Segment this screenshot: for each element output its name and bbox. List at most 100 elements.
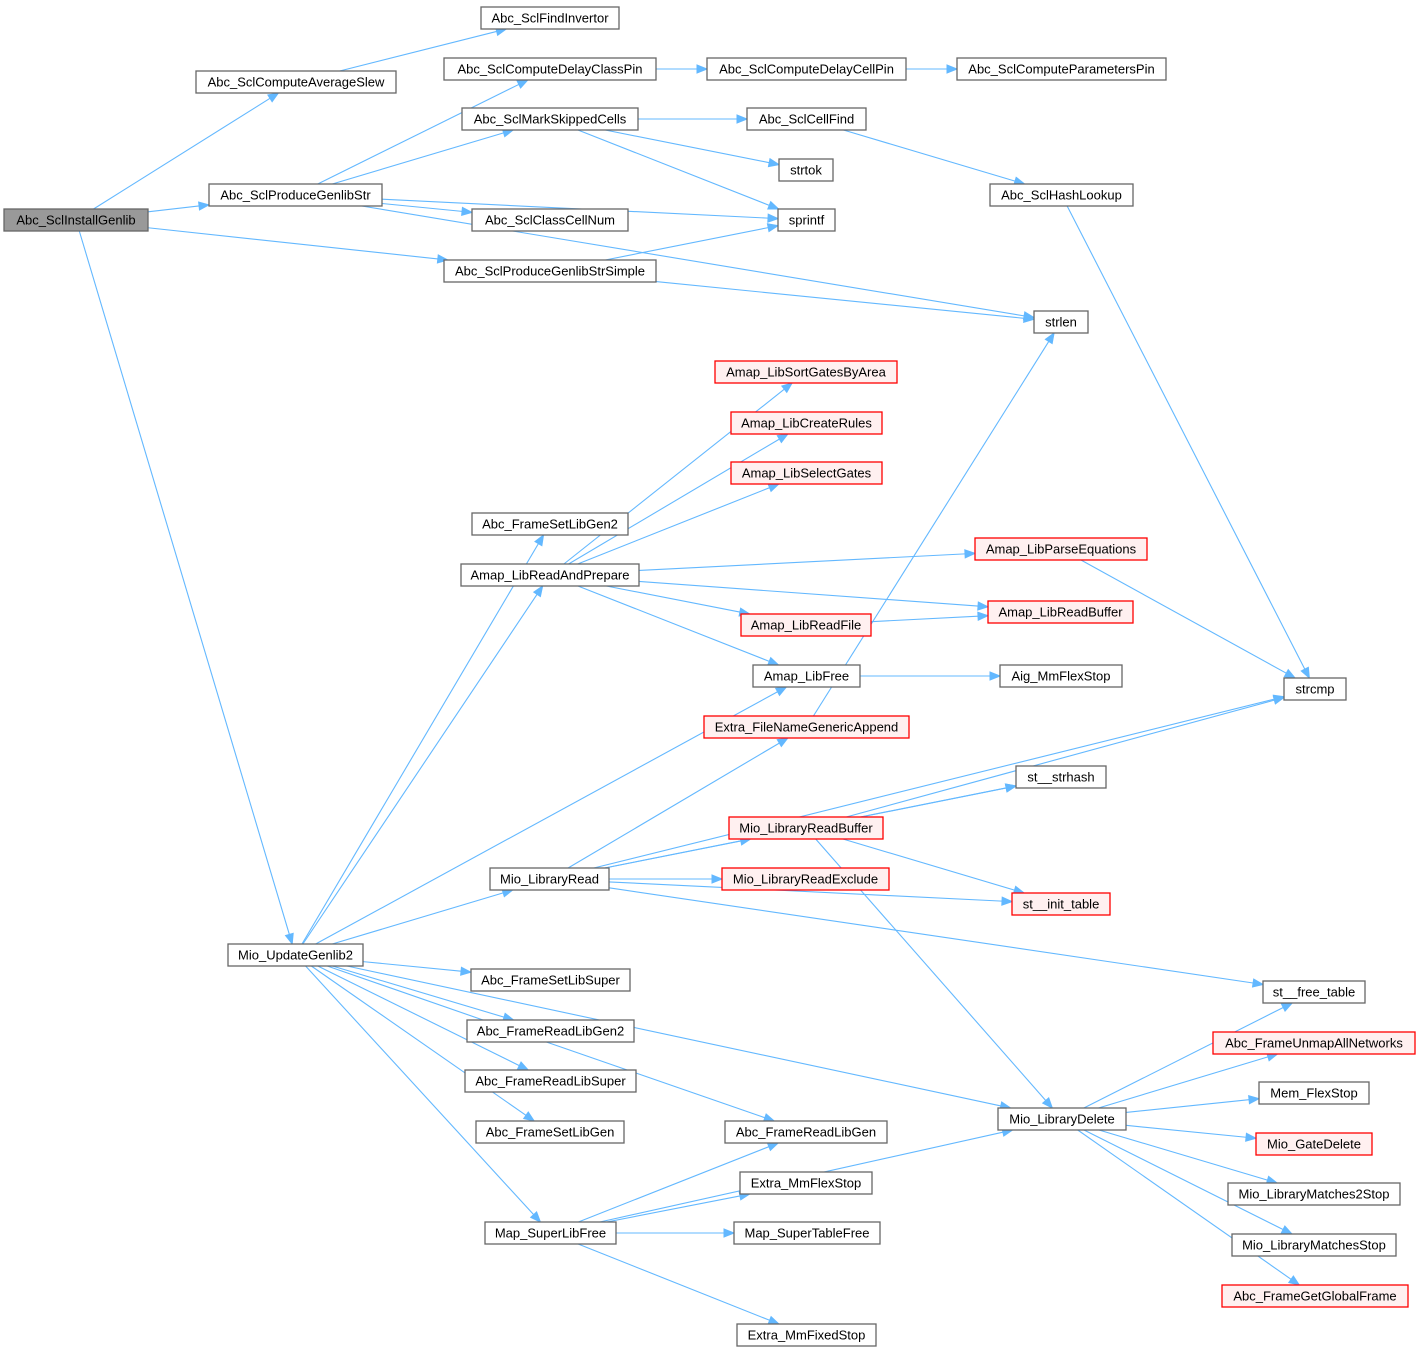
arrowhead-updGenlib2 <box>284 932 294 946</box>
node-label-delayCell: Abc_SclComputeDelayCellPin <box>719 62 894 77</box>
node-classCellNum[interactable]: Abc_SclClassCellNum <box>471 208 629 232</box>
node-unmapAll[interactable]: Abc_FrameUnmapAllNetworks <box>1212 1031 1416 1055</box>
arrowhead-strcmp <box>1272 695 1286 705</box>
node-label-unmapAll: Abc_FrameUnmapAllNetworks <box>1225 1036 1403 1051</box>
node-box-readFile <box>740 613 872 637</box>
edge-mioRead-to-strcmp <box>593 698 1275 869</box>
node-readFile[interactable]: Amap_LibReadFile <box>740 613 872 637</box>
node-readPrepare[interactable]: Amap_LibReadAndPrepare <box>460 563 640 587</box>
node-label-hashLookup: Abc_SclHashLookup <box>1001 188 1122 203</box>
node-hashLookup[interactable]: Abc_SclHashLookup <box>989 183 1134 207</box>
edge-parseEq-to-strcmp <box>1080 559 1287 674</box>
node-setLibGen2[interactable]: Abc_FrameSetLibGen2 <box>471 512 629 536</box>
edge-superLibFree-to-extraFlexStop <box>606 1195 741 1223</box>
edge-prodStrSimple-to-strlen <box>655 281 1025 319</box>
node-label-gateDelete: Mio_GateDelete <box>1267 1137 1361 1152</box>
arrowhead-mioDelete <box>1041 1096 1054 1110</box>
node-label-superLibFree: Map_SuperLibFree <box>495 1226 606 1241</box>
node-sprintf[interactable]: sprintf <box>777 208 836 232</box>
node-label-superTableFree: Map_SuperTableFree <box>744 1226 869 1241</box>
node-mioExclude[interactable]: Mio_LibraryReadExclude <box>721 867 890 891</box>
node-libFree[interactable]: Amap_LibFree <box>752 664 861 688</box>
node-superLibFree[interactable]: Map_SuperLibFree <box>484 1221 617 1245</box>
node-delayCell[interactable]: Abc_SclComputeDelayCellPin <box>706 57 907 81</box>
node-box-mioRead <box>489 867 610 891</box>
node-prodStr[interactable]: Abc_SclProduceGenlibStr <box>208 183 383 207</box>
node-initTable[interactable]: st__init_table <box>1011 892 1111 916</box>
edge-prodStrSimple-to-sprintf <box>605 227 769 261</box>
node-label-readLibGen2: Abc_FrameReadLibGen2 <box>477 1024 624 1039</box>
node-readLibGen2[interactable]: Abc_FrameReadLibGen2 <box>466 1019 635 1043</box>
node-aigStop[interactable]: Aig_MmFlexStop <box>999 664 1123 688</box>
node-label-strcmp: strcmp <box>1296 682 1335 697</box>
node-extraFlexStop[interactable]: Extra_MmFlexStop <box>739 1171 873 1195</box>
node-box-readPrepare <box>460 563 640 587</box>
node-parseEq[interactable]: Amap_LibParseEquations <box>974 537 1148 561</box>
arrowhead-memFlexStop <box>1248 1095 1261 1105</box>
node-readLibSuper[interactable]: Abc_FrameReadLibSuper <box>464 1069 637 1093</box>
node-gateDelete[interactable]: Mio_GateDelete <box>1255 1132 1373 1156</box>
node-matchesStop[interactable]: Mio_LibraryMatchesStop <box>1231 1233 1397 1257</box>
edge-root-to-prodStr <box>147 205 200 213</box>
arrowhead-readPrepare <box>532 584 544 598</box>
node-selectGates[interactable]: Amap_LibSelectGates <box>730 461 883 485</box>
node-params[interactable]: Abc_SclComputeParametersPin <box>956 57 1167 81</box>
node-strhash[interactable]: st__strhash <box>1015 765 1107 789</box>
node-prodStrSimple[interactable]: Abc_SclProduceGenlibStrSimple <box>443 259 657 283</box>
node-matches2[interactable]: Mio_LibraryMatches2Stop <box>1227 1182 1401 1206</box>
node-root[interactable]: Abc_SclInstallGenlib <box>3 208 149 232</box>
node-box-setLibGen2 <box>471 512 629 536</box>
node-label-mioRead: Mio_LibraryRead <box>500 872 599 887</box>
edge-mioDelete-to-matches2 <box>1098 1129 1268 1181</box>
node-mioRead[interactable]: Mio_LibraryRead <box>489 867 610 891</box>
node-createRules[interactable]: Amap_LibCreateRules <box>730 411 883 435</box>
node-label-initTable: st__init_table <box>1023 897 1100 912</box>
node-strlen[interactable]: strlen <box>1033 310 1089 334</box>
node-box-prodStrSimple <box>443 259 657 283</box>
arrowhead-mioExclude <box>711 874 724 884</box>
node-label-readPrepare: Amap_LibReadAndPrepare <box>471 568 630 583</box>
node-box-unmapAll <box>1212 1031 1416 1055</box>
arrowhead-sprintf <box>767 200 780 210</box>
node-label-delayClass: Abc_SclComputeDelayClassPin <box>458 62 643 77</box>
arrowhead-readLibGen <box>766 1142 780 1152</box>
node-label-prodStr: Abc_SclProduceGenlibStr <box>220 188 371 203</box>
node-box-strcmp <box>1283 677 1347 701</box>
node-findInv[interactable]: Abc_SclFindInvertor <box>480 6 620 30</box>
node-avgSlew[interactable]: Abc_SclComputeAverageSlew <box>195 70 397 94</box>
node-setLibGen[interactable]: Abc_FrameSetLibGen <box>475 1120 625 1144</box>
node-box-delayCell <box>706 57 907 81</box>
edge-updGenlib2-to-readLibGen2 <box>332 965 505 1018</box>
node-mioReadBuf[interactable]: Mio_LibraryReadBuffer <box>728 816 884 840</box>
arrowhead-classCellNum <box>461 206 474 217</box>
node-freeTable[interactable]: st__free_table <box>1262 980 1366 1004</box>
node-setLibSuper[interactable]: Abc_FrameSetLibSuper <box>470 968 631 992</box>
node-mioDelete[interactable]: Mio_LibraryDelete <box>997 1107 1127 1131</box>
arrowhead-matchesStop <box>1280 1225 1294 1235</box>
node-delayClass[interactable]: Abc_SclComputeDelayClassPin <box>443 57 657 81</box>
node-cellFind[interactable]: Abc_SclCellFind <box>746 107 867 131</box>
node-fixedStop[interactable]: Extra_MmFixedStop <box>736 1323 877 1347</box>
edge-mioDelete-to-freeTable <box>1083 1007 1284 1109</box>
node-superTableFree[interactable]: Map_SuperTableFree <box>733 1221 881 1245</box>
node-globalFrame[interactable]: Abc_FrameGetGlobalFrame <box>1221 1284 1409 1308</box>
node-label-setLibGen: Abc_FrameSetLibGen <box>486 1125 615 1140</box>
node-memFlexStop[interactable]: Mem_FlexStop <box>1258 1081 1370 1105</box>
arrowhead-strcmp <box>1283 668 1297 679</box>
node-box-mioExclude <box>721 867 890 891</box>
edge-mioRead-to-initTable <box>608 881 1003 902</box>
node-readBuffer[interactable]: Amap_LibReadBuffer <box>987 600 1134 624</box>
node-updGenlib2[interactable]: Mio_UpdateGenlib2 <box>227 943 364 967</box>
node-markSkip[interactable]: Abc_SclMarkSkippedCells <box>461 107 639 131</box>
node-sortGates[interactable]: Amap_LibSortGatesByArea <box>714 360 898 384</box>
node-strtok[interactable]: strtok <box>778 158 834 182</box>
arrowhead-sprintf <box>766 223 780 233</box>
edge-updGenlib2-to-mioRead <box>332 892 504 945</box>
node-fileAppend[interactable]: Extra_FileNameGenericAppend <box>703 715 910 739</box>
node-strcmp[interactable]: strcmp <box>1283 677 1347 701</box>
node-box-memFlexStop <box>1258 1081 1370 1105</box>
node-box-hashLookup <box>989 183 1134 207</box>
node-readLibGen[interactable]: Abc_FrameReadLibGen <box>724 1120 888 1144</box>
arrowhead-freeTable <box>1251 978 1265 988</box>
node-box-freeTable <box>1262 980 1366 1004</box>
